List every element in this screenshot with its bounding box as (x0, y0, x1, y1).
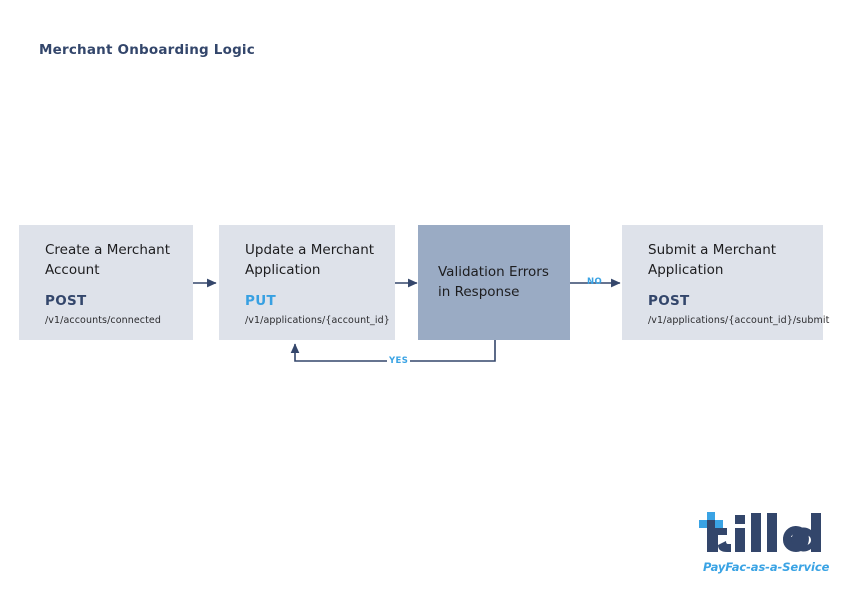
node-create-account-heading: Create a Merchant Account (45, 242, 171, 278)
edge-label-yes: YES (387, 356, 411, 366)
node-submit-application-path: /v1/applications/{account_id}/submit (648, 315, 830, 326)
node-validation-errors[interactable]: Validation Errors in Response (418, 225, 570, 340)
tilled-wordmark-icon (699, 512, 821, 552)
node-submit-application-method: POST (648, 293, 690, 309)
node-create-account-path: /v1/accounts/connected (45, 315, 162, 326)
tilled-logo: PayFac-as-a-Service (699, 508, 829, 580)
node-create-account-method: POST (45, 293, 87, 309)
node-update-application-path: /v1/applications/{account_id} (245, 315, 390, 326)
tilled-tagline: PayFac-as-a-Service (703, 560, 830, 574)
page-title: Merchant Onboarding Logic (39, 42, 255, 58)
node-update-application-heading: Update a Merchant Application (245, 242, 375, 278)
edge-label-no: NO (587, 277, 603, 287)
node-submit-application-heading: Submit a Merchant Application (648, 242, 777, 278)
node-validation-errors-heading: Validation Errors in Response (438, 264, 549, 300)
node-update-application-method: PUT (245, 293, 276, 309)
node-update-application[interactable]: Update a Merchant Application PUT /v1/ap… (219, 225, 395, 340)
node-submit-application[interactable]: Submit a Merchant Application POST /v1/a… (622, 225, 829, 340)
node-create-account[interactable]: Create a Merchant Account POST /v1/accou… (19, 225, 193, 340)
